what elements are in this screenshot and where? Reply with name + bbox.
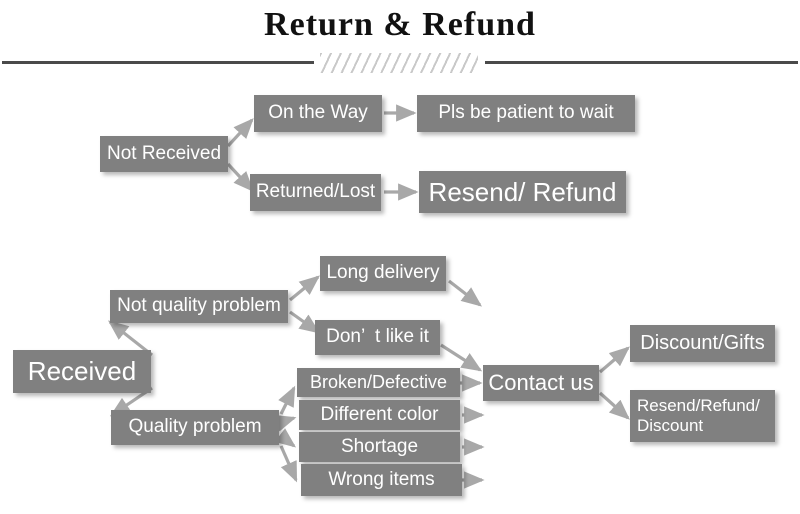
node-resend-refund[interactable]: Resend/ Refund [419,171,626,213]
divider-rule-right [485,61,798,64]
node-returned-lost[interactable]: Returned/Lost [250,174,381,211]
node-different-color[interactable]: Different color [299,400,460,430]
node-wrong-items[interactable]: Wrong items [301,464,462,496]
node-not-quality-problem[interactable]: Not quality problem [110,290,288,323]
node-received[interactable]: Received [13,350,151,393]
connector-quality-differentcolor [274,415,297,432]
connector-quality-wrongitems [279,445,298,483]
node-resend-refund-discount[interactable]: Resend/Refund/ Discount [630,390,775,442]
node-shortage[interactable]: Shortage [299,432,460,462]
divider-rule-left [2,61,314,64]
connector-notquality-longdelivery [288,275,320,302]
node-long-delivery[interactable]: Long delivery [320,256,446,291]
connector-quality-shortage [274,428,297,448]
node-dont-like-it[interactable]: Don’ t like it [315,320,440,355]
connector-notquality-dontlike [289,310,321,334]
node-pls-be-patient[interactable]: Pls be patient to wait [417,95,635,132]
connector-contact-discountgifts [598,346,630,374]
hatched-divider-icon [320,53,478,73]
connector-contact-resendrefunddiscount [598,391,630,420]
node-on-the-way[interactable]: On the Way [254,95,382,132]
connector-notreceived-ontheway [226,118,254,148]
connector-quality-broken [278,385,296,415]
node-quality-problem[interactable]: Quality problem [111,410,279,445]
node-discount-gifts[interactable]: Discount/Gifts [630,325,775,362]
connector-dontlike-contact [440,343,483,372]
node-contact-us[interactable]: Contact us [483,365,599,401]
node-broken-defective[interactable]: Broken/Defective [297,368,460,397]
connector-longdelivery-contact [448,279,483,307]
page-title: Return & Refund [264,6,536,43]
header-divider [0,53,800,73]
connector-notreceived-returnedlost [226,162,254,192]
node-not-received[interactable]: Not Received [100,136,228,172]
